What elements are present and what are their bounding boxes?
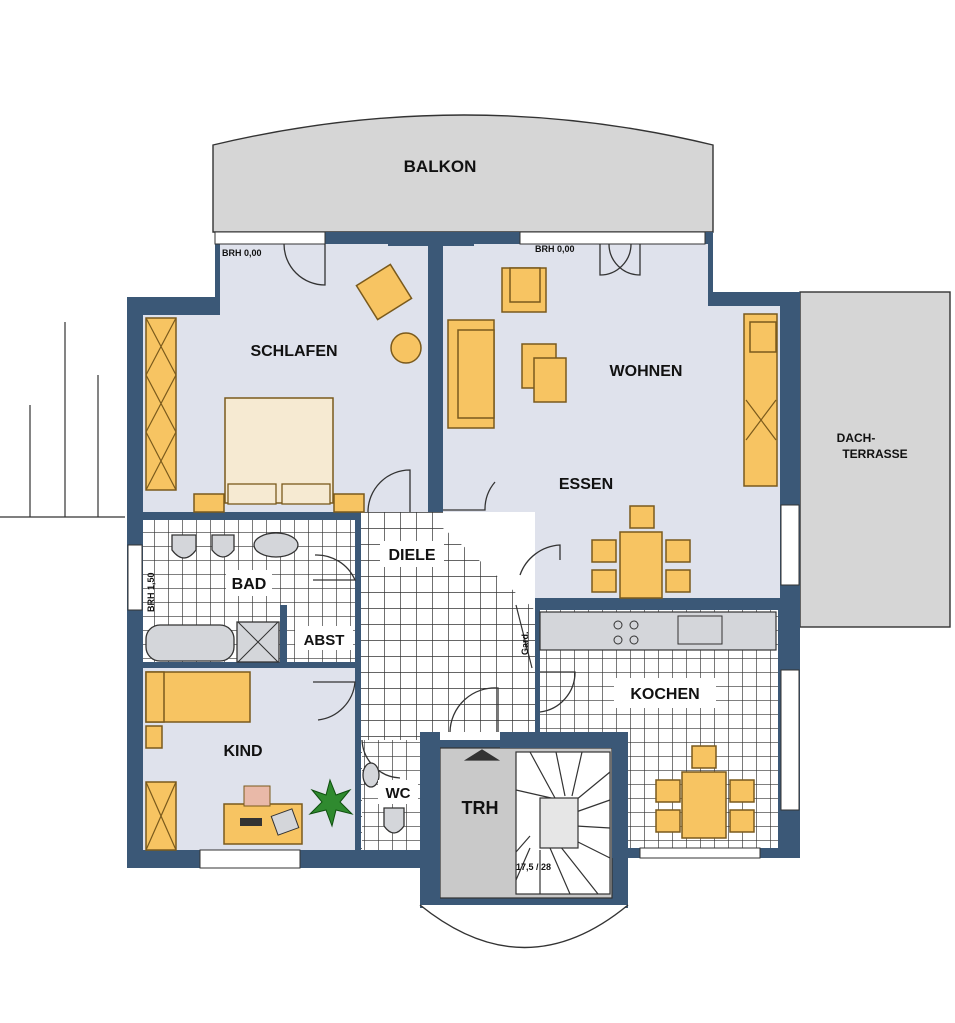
label-kind: KIND (223, 743, 262, 760)
windows (127, 231, 800, 869)
plant-icon (308, 778, 354, 828)
label-bad: BAD (232, 576, 267, 593)
label-wohnen: WOHNEN (610, 363, 683, 380)
furniture-schlafen (145, 263, 422, 513)
staircase (463, 749, 611, 895)
furniture-kochen (539, 611, 777, 839)
stair-bay (419, 904, 629, 949)
fixtures-bad (145, 532, 299, 663)
doors (283, 243, 641, 779)
label-trh: TRH (462, 798, 499, 818)
neighbour-boundary (0, 322, 125, 518)
label-abst: ABST (304, 632, 345, 649)
label-balkon: BALKON (404, 157, 477, 176)
label-diele: DIELE (388, 547, 435, 564)
annotation-stairs: 17,5 / 28 (516, 862, 551, 872)
furniture-kind (145, 671, 354, 851)
fixtures-wc (362, 762, 405, 834)
label-essen: ESSEN (559, 476, 613, 493)
label-wc: WC (386, 785, 411, 802)
room-schlafen (143, 244, 428, 512)
annotation-bad-side: BRH 1,50 (146, 572, 156, 612)
room-diele-wedge (360, 512, 535, 740)
furniture-wohnen (447, 267, 778, 599)
annotation-brh-left: BRH 0,00 (222, 248, 262, 258)
roof-terrace-area (799, 291, 951, 628)
label-dachterrasse-1: DACH- (837, 431, 876, 445)
annotation-garderobe: Gard. (520, 631, 530, 655)
annotation-brh-right: BRH 0,00 (535, 244, 575, 254)
label-schlafen: SCHLAFEN (250, 343, 337, 360)
label-dachterrasse-2: TERRASSE (842, 447, 907, 461)
balcony-area (212, 114, 714, 233)
label-kochen: KOCHEN (630, 686, 699, 703)
